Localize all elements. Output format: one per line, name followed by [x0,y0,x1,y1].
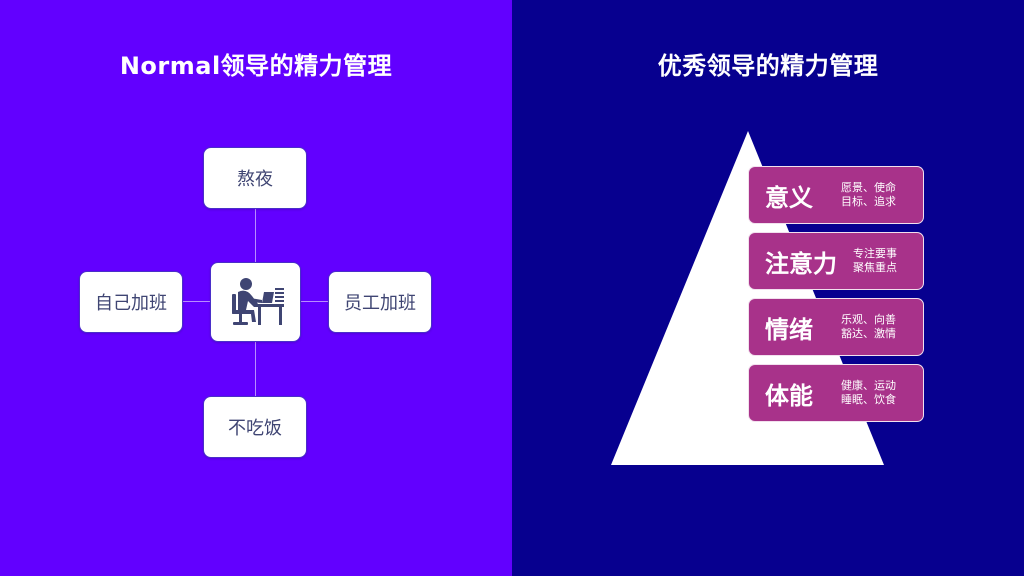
node-skip-meals: 不吃饭 [203,396,307,458]
pyramid-layer-emotion: 情绪 乐观、向善 豁达、激情 [748,298,924,356]
layer-title: 注意力 [765,249,837,278]
office-worker-icon [231,278,284,325]
layer-desc-line: 豁达、激情 [841,327,896,340]
node-self-overtime: 自己加班 [79,271,183,333]
layer-desc-line: 健康、运动 [841,379,896,392]
node-label: 自己加班 [95,293,167,314]
center-node [210,262,301,342]
layer-description: 专注要事 聚焦重点 [853,247,897,275]
layer-desc-line: 乐观、向善 [841,313,896,326]
right-panel-title: 优秀领导的精力管理 [657,52,879,80]
layer-title: 情绪 [765,315,813,344]
node-stay-up-late: 熬夜 [203,147,307,209]
pyramid-layer-physical: 体能 健康、运动 睡眠、饮食 [748,364,924,422]
layer-description: 愿景、使命 目标、追求 [841,181,896,209]
layer-desc-line: 专注要事 [853,247,897,260]
layer-desc-line: 目标、追求 [841,195,896,208]
layer-title: 体能 [765,381,813,410]
layer-title: 意义 [765,183,813,212]
layer-desc-line: 聚焦重点 [853,261,897,274]
pyramid-layer-attention: 注意力 专注要事 聚焦重点 [748,232,924,290]
node-label: 员工加班 [344,293,416,314]
right-panel: 优秀领导的精力管理 意义 愿景、使命 目标、追求 注意力 专注要事 聚焦重点 情… [512,0,1024,576]
node-label: 熬夜 [237,169,273,190]
pyramid-layer-meaning: 意义 愿景、使命 目标、追求 [748,166,924,224]
layer-description: 健康、运动 睡眠、饮食 [841,379,896,407]
node-label: 不吃饭 [228,418,282,439]
layer-description: 乐观、向善 豁达、激情 [841,313,896,341]
node-staff-overtime: 员工加班 [328,271,432,333]
layer-desc-line: 睡眠、饮食 [841,393,896,406]
left-panel-title: Normal领导的精力管理 [119,52,393,80]
left-panel: Normal领导的精力管理 熬夜 自己加班 员工加班 不吃饭 [0,0,512,576]
layer-desc-line: 愿景、使命 [841,181,896,194]
